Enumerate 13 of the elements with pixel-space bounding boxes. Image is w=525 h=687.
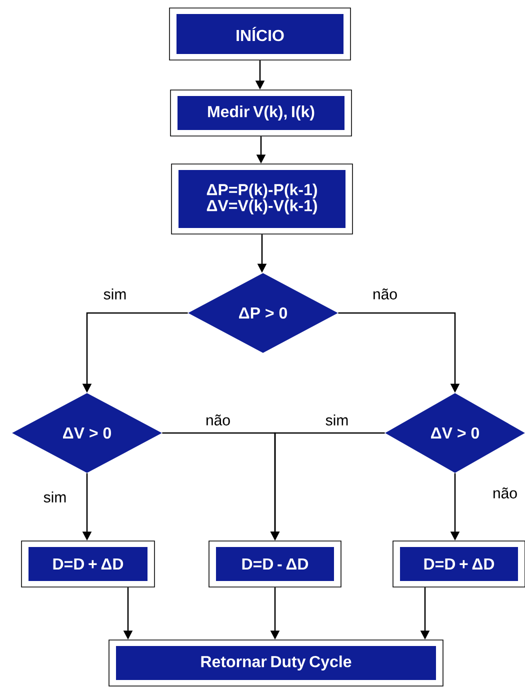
edge-label: sim	[324, 414, 350, 426]
process-box: Medir V(k), I(k)	[170, 90, 352, 136]
edge-label: sim	[42, 490, 68, 504]
edge-label: não	[204, 414, 232, 426]
process-box: D=D - ΔD	[208, 540, 342, 588]
process-box: Retornar Duty Cycle	[108, 640, 444, 686]
edge-label: sim	[102, 288, 128, 300]
process-box: D=D + ΔD	[392, 540, 525, 588]
edge-label: não	[372, 288, 398, 300]
process-box: INÍCIO	[169, 8, 351, 60]
process-box: ΔP=P(k)-P(k-1) ΔV=V(k)-V(k-1)	[171, 164, 353, 234]
edge-label: não	[491, 486, 518, 500]
process-box: D=D + ΔD	[21, 540, 155, 588]
